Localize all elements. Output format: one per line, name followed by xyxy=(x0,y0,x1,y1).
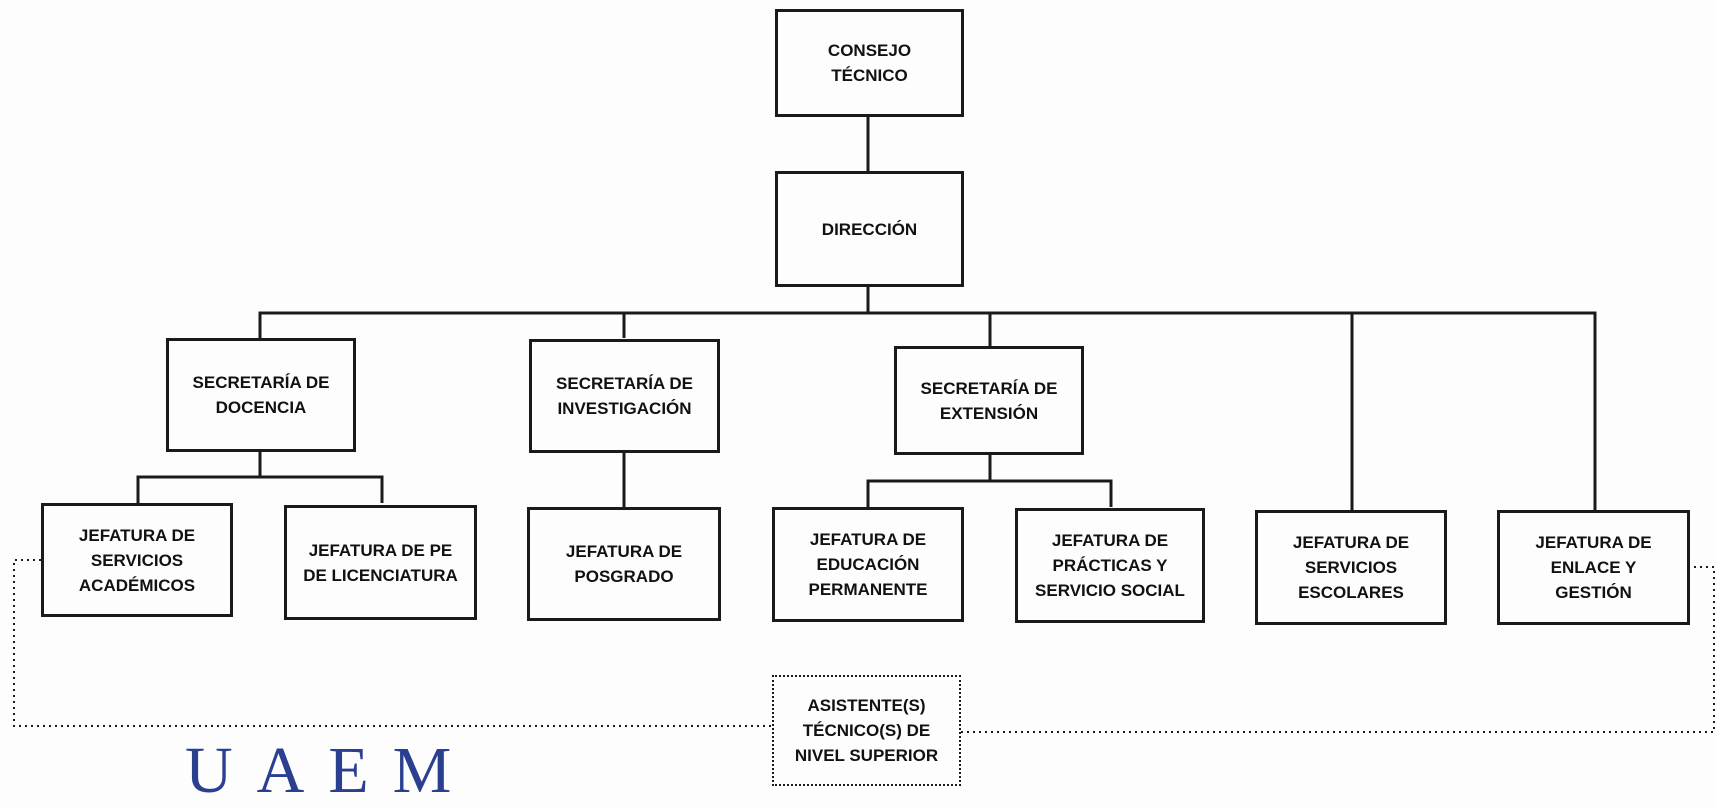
node-label: SECRETARÍA DE INVESTIGACIÓN xyxy=(556,374,693,418)
org-chart-connectors xyxy=(13,116,1715,733)
node-jefatura-servicios-escolares: JEFATURA DE SERVICIOS ESCOLARES xyxy=(1255,510,1447,625)
node-jefatura-pe-licenciatura: JEFATURA DE PE DE LICENCIATURA xyxy=(284,505,477,620)
node-jefatura-servicios-academicos: JEFATURA DE SERVICIOS ACADÉMICOS xyxy=(41,503,233,617)
node-jefatura-practicas-servicio-social: JEFATURA DE PRÁCTICAS Y SERVICIO SOCIAL xyxy=(1015,508,1205,623)
uaem-logo: UAEM xyxy=(185,734,476,807)
node-asistentes-tecnicos: ASISTENTE(S) TÉCNICO(S) DE NIVEL SUPERIO… xyxy=(772,675,961,786)
connector-extension-children xyxy=(866,479,1113,507)
connector-docencia-children xyxy=(136,475,384,503)
node-label: JEFATURA DE POSGRADO xyxy=(565,542,683,586)
node-jefatura-enlace-gestion: JEFATURA DE ENLACE Y GESTIÓN xyxy=(1497,510,1690,625)
node-label: JEFATURA DE PE DE LICENCIATURA xyxy=(303,540,458,585)
node-secretaria-docencia: SECRETARÍA DE DOCENCIA xyxy=(166,338,356,452)
node-label: ASISTENTE(S) TÉCNICO(S) DE NIVEL SUPERIO… xyxy=(794,696,939,765)
dotted-connector-right xyxy=(960,566,1715,733)
node-label: JEFATURA DE SERVICIOS ESCOLARES xyxy=(1292,533,1410,602)
node-label: SECRETARÍA DE DOCENCIA xyxy=(192,373,330,417)
node-label: JEFATURA DE PRÁCTICAS Y SERVICIO SOCIAL xyxy=(1035,531,1185,600)
node-label: CONSEJO TÉCNICO xyxy=(827,41,912,85)
node-label: JEFATURA DE EDUCACIÓN PERMANENTE xyxy=(808,530,928,599)
node-direccion: DIRECCIÓN xyxy=(775,171,964,287)
node-label: SECRETARÍA DE EXTENSIÓN xyxy=(920,378,1058,423)
node-secretaria-extension: SECRETARÍA DE EXTENSIÓN xyxy=(894,346,1084,455)
node-label: JEFATURA DE SERVICIOS ACADÉMICOS xyxy=(78,525,196,595)
node-label: JEFATURA DE ENLACE Y GESTIÓN xyxy=(1535,533,1652,602)
node-consejo-tecnico: CONSEJO TÉCNICO xyxy=(775,9,964,117)
connector-main-bus xyxy=(258,311,1597,510)
node-jefatura-posgrado: JEFATURA DE POSGRADO xyxy=(527,507,721,621)
node-label: DIRECCIÓN xyxy=(821,219,918,239)
dotted-connector-left xyxy=(13,559,773,727)
node-secretaria-investigacion: SECRETARÍA DE INVESTIGACIÓN xyxy=(529,339,720,453)
node-jefatura-educacion-permanente: JEFATURA DE EDUCACIÓN PERMANENTE xyxy=(772,507,964,622)
